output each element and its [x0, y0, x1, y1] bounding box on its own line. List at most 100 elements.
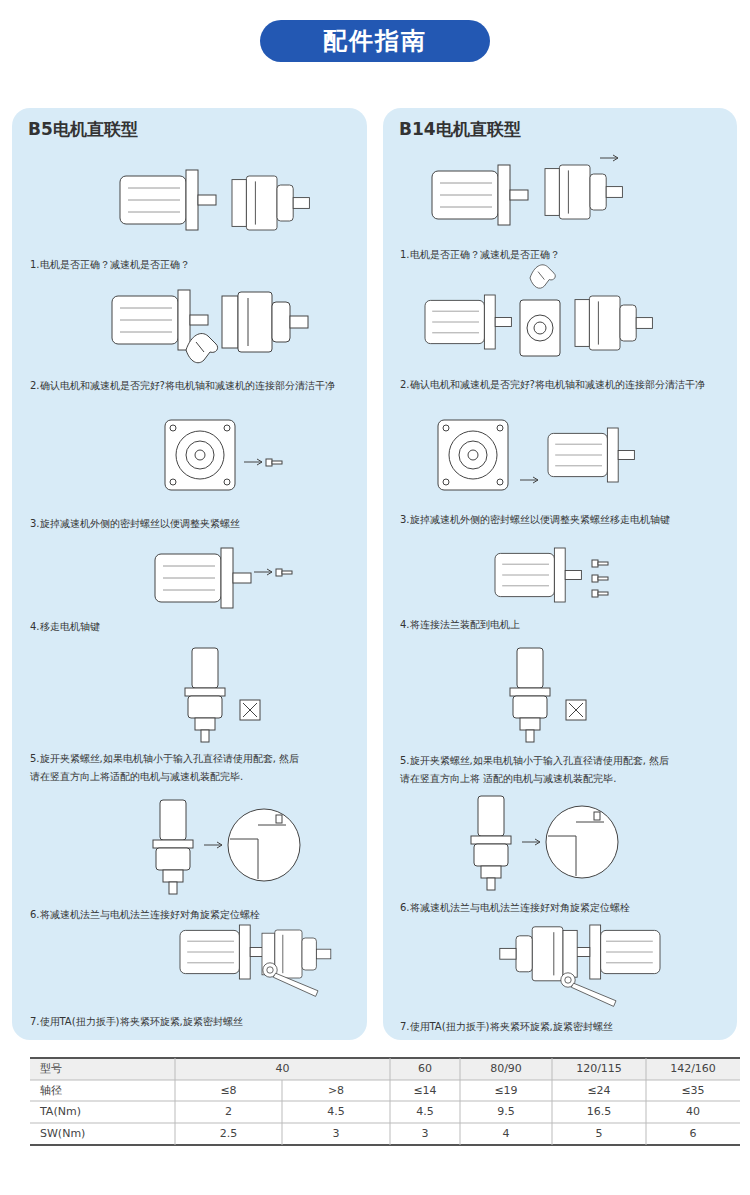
- drawing-part: [438, 420, 508, 490]
- table-cell: 60: [390, 1058, 460, 1080]
- drawing-part: [500, 925, 660, 981]
- step-caption: 6.将减速机法兰与电机法兰连接好对角旋紧定位螺栓: [400, 899, 732, 917]
- table-cell: 3: [390, 1123, 460, 1145]
- step-caption: 3.旋掉减速机外侧的密封螺丝以便调整夹紧螺丝: [30, 515, 362, 533]
- drawing-part: [460, 1058, 461, 1145]
- drawing-part: [520, 300, 560, 356]
- panel-heading: B14电机直联型: [383, 108, 737, 141]
- b14-figures: [425, 155, 660, 1006]
- drawing-part: [165, 420, 235, 490]
- drawing-part: [180, 925, 266, 979]
- drawing-part: [566, 700, 586, 720]
- drawing-part: [282, 1080, 283, 1145]
- drawing-part: [600, 155, 618, 161]
- drawing-part: [204, 842, 222, 848]
- drawing-part: [530, 265, 555, 288]
- table-cell: 9.5: [460, 1101, 552, 1123]
- table-cell: 40: [175, 1058, 390, 1080]
- table-cell: 120/115: [552, 1058, 646, 1080]
- drawing-part: [232, 176, 309, 230]
- table-cell: ≤35: [646, 1080, 740, 1101]
- table-cell: 40: [646, 1101, 740, 1123]
- drawing-part: [548, 428, 634, 482]
- step-caption: 1.电机是否正确？减速机是否正确？: [30, 256, 362, 274]
- drawing-part: [646, 1058, 647, 1145]
- step-caption: 2.确认电机和减速机是否完好?将电机轴和减速机的连接部分清洁干净: [400, 376, 732, 394]
- drawing-part: [155, 548, 251, 608]
- drawing-part: [30, 1080, 740, 1081]
- step-caption: 7.使用TA(扭力扳手)将夹紧环旋紧,旋紧密封螺丝: [400, 1018, 732, 1036]
- b5-figures: [112, 170, 331, 996]
- drawing-part: [276, 569, 292, 576]
- drawing-part: [153, 800, 193, 894]
- table-cell: 4.5: [282, 1101, 390, 1123]
- drawing-part: [552, 1058, 553, 1145]
- drawing-part: [30, 1101, 740, 1102]
- drawing-part: [471, 796, 511, 890]
- step-caption: 5.旋开夹紧螺丝,如果电机轴小于输入孔直径请使用配套, 然后请在竖直方向上将适配…: [30, 750, 305, 786]
- table-cell: ≤19: [460, 1080, 552, 1101]
- spec-table-grid: [30, 1058, 740, 1145]
- drawing-part: [266, 459, 282, 466]
- drawing-part: [240, 700, 260, 720]
- panel: B5电机直联型: [12, 108, 367, 1040]
- table-cell: SW(Nm): [30, 1123, 175, 1145]
- drawing-part: [574, 925, 660, 979]
- drawing-part: [390, 1058, 391, 1145]
- panel: B14电机直联型: [383, 108, 737, 1040]
- drawing-part: [30, 1057, 740, 1059]
- drawing-part: [520, 477, 538, 483]
- step-caption: 2.确认电机和减速机是否完好?将电机轴和减速机的连接部分清洁干净: [30, 377, 362, 395]
- panel-ground: [12, 108, 367, 1040]
- step-caption: 6.将减速机法兰与电机法兰连接好对角旋紧定位螺栓: [30, 906, 362, 924]
- drawing-part: [30, 1123, 740, 1124]
- step-caption: 3.旋掉减速机外侧的密封螺丝以便调整夹紧螺丝移走电机轴键: [400, 511, 732, 529]
- step-caption: 4.将连接法兰装配到电机上: [400, 616, 732, 634]
- table-cell: 16.5: [552, 1101, 646, 1123]
- drawing-part: [228, 809, 300, 881]
- drawing-part: [546, 806, 618, 878]
- table-cell: 4.5: [390, 1101, 460, 1123]
- table-cell: 4: [460, 1123, 552, 1145]
- drawing-part: [510, 648, 550, 742]
- table-cell: 2: [175, 1101, 282, 1123]
- step-caption: 4.移走电机轴键: [30, 618, 362, 636]
- table-cell: 142/160: [646, 1058, 740, 1080]
- drawing-part: [175, 1058, 176, 1145]
- drawing-part: [500, 927, 577, 981]
- table-cell: 5: [552, 1123, 646, 1145]
- table-cell: 2.5: [175, 1123, 282, 1145]
- drawing-part: [575, 296, 652, 350]
- panel-ground: [383, 108, 737, 1040]
- drawing-part: [186, 334, 218, 363]
- drawing-part: [561, 973, 616, 1007]
- table-cell: 型号: [30, 1058, 175, 1080]
- drawing-part: [495, 548, 581, 602]
- drawing-part: [120, 170, 216, 230]
- table-cell: 6: [646, 1123, 740, 1145]
- drawing-part: [592, 590, 608, 597]
- table-cell: ≤14: [390, 1080, 460, 1101]
- table-cell: 3: [282, 1123, 390, 1145]
- table-cell: ≤24: [552, 1080, 646, 1101]
- table-cell: ≤8: [175, 1080, 282, 1101]
- table-cell: 80/90: [460, 1058, 552, 1080]
- drawing-part: [244, 459, 262, 465]
- drawing-part: [30, 1144, 740, 1146]
- drawing-part: [592, 575, 608, 582]
- drawing-part: [425, 295, 511, 349]
- drawing-part: [592, 560, 608, 567]
- drawing-part: [263, 963, 318, 997]
- table-cell: TA(Nm): [30, 1101, 175, 1123]
- step-caption: 7.使用TA(扭力扳手)将夹紧环旋紧,旋紧密封螺丝: [30, 1013, 362, 1031]
- drawing-part: [254, 569, 272, 575]
- drawing-part: [30, 1058, 740, 1080]
- title-pill: 配件指南: [260, 20, 490, 62]
- table-cell: >8: [282, 1080, 390, 1101]
- drawing-part: [185, 648, 225, 742]
- step-caption: 5.旋开夹紧螺丝,如果电机轴小于输入孔直径请使用配套, 然后请在竖直方向上将 适…: [400, 752, 675, 788]
- drawing-part: [545, 165, 622, 219]
- title: 配件指南: [323, 25, 427, 57]
- step-caption: 1.电机是否正确？减速机是否正确？: [400, 246, 732, 264]
